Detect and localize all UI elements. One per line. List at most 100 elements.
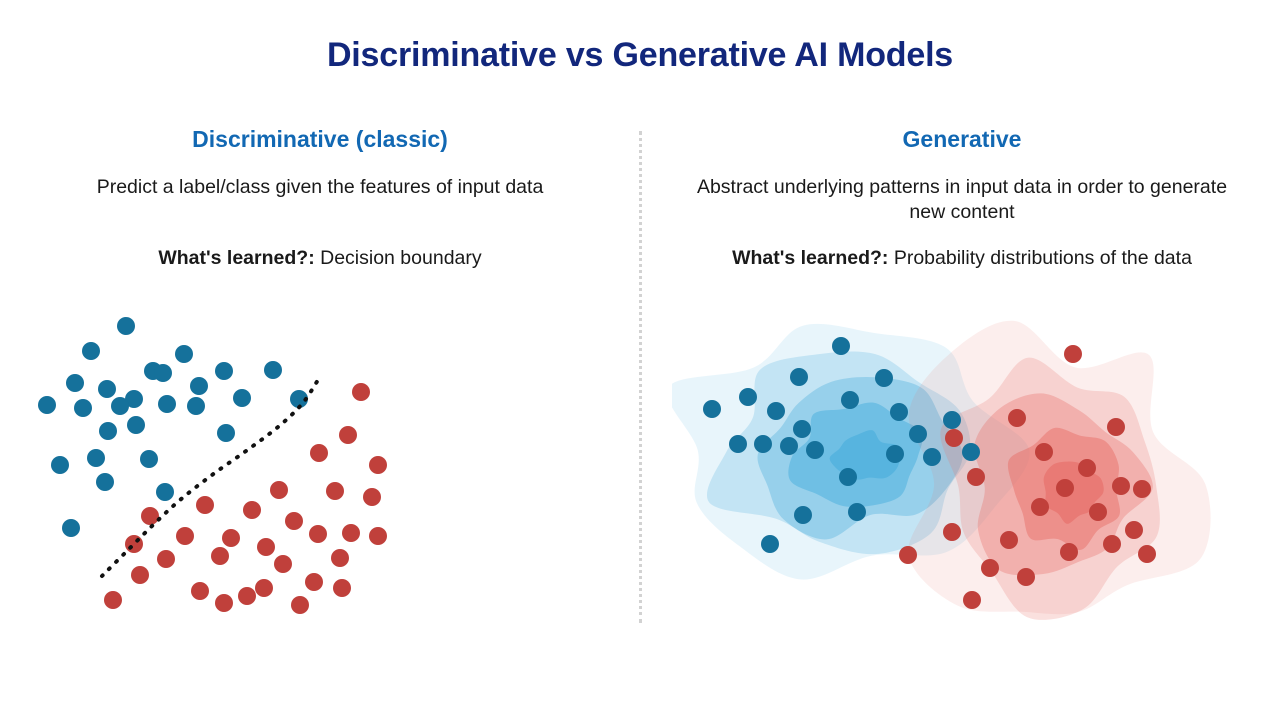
scatter-point-cluster-blue [761, 535, 779, 553]
scatter-point-class-b [305, 573, 323, 591]
scatter-point-class-b [257, 538, 275, 556]
learned-label-discriminative: What's learned?: [158, 247, 315, 269]
scatter-points-group [703, 337, 1156, 609]
scatter-point-cluster-blue [943, 411, 961, 429]
scatter-point-class-b [211, 547, 229, 565]
scatter-point-class-a [140, 450, 158, 468]
scatter-point-class-a [187, 397, 205, 415]
scatter-point-cluster-blue [832, 337, 850, 355]
scatter-point-class-b [352, 383, 370, 401]
scatter-point-class-a [99, 422, 117, 440]
scatter-point-cluster-red [1112, 477, 1130, 495]
scatter-point-cluster-red [967, 468, 985, 486]
scatter-point-cluster-red [943, 523, 961, 541]
scatter-point-cluster-red [1125, 521, 1143, 539]
scatter-point-class-b [363, 488, 381, 506]
scatter-point-cluster-red [1078, 459, 1096, 477]
column-divider [639, 131, 642, 623]
scatter-point-cluster-blue [875, 369, 893, 387]
scatter-point-class-a [233, 389, 251, 407]
scatter-point-cluster-red [963, 591, 981, 609]
scatter-point-class-b [331, 549, 349, 567]
density-contour-cluster-blue-level-5 [829, 430, 901, 480]
scatter-point-class-b [176, 527, 194, 545]
scatter-point-class-a [87, 449, 105, 467]
scatter-point-cluster-red [1138, 545, 1156, 563]
column-learned-generative: What's learned?: Probability distributio… [694, 246, 1230, 271]
scatter-point-class-a [51, 456, 69, 474]
scatter-point-class-a [125, 390, 143, 408]
column-description-generative: Abstract underlying patterns in input da… [696, 176, 1228, 223]
figure-discriminative-scatter [30, 300, 610, 640]
column-generative: Generative Abstract underlying patterns … [672, 0, 1252, 720]
scatter-point-class-b [310, 444, 328, 462]
scatter-point-cluster-red [1008, 409, 1026, 427]
scatter-point-class-b [104, 591, 122, 609]
scatter-point-class-a [190, 377, 208, 395]
scatter-point-cluster-blue [962, 443, 980, 461]
scatter-point-class-a [158, 395, 176, 413]
scatter-point-class-b [339, 426, 357, 444]
density-contours-group [672, 320, 1211, 620]
scatter-point-class-b [157, 550, 175, 568]
learned-value-discriminative: Decision boundary [320, 247, 482, 269]
scatter-point-cluster-blue [923, 448, 941, 466]
scatter-point-cluster-blue [780, 437, 798, 455]
scatter-point-cluster-red [981, 559, 999, 577]
scatter-point-cluster-blue [890, 403, 908, 421]
scatter-point-cluster-red [1017, 568, 1035, 586]
scatter-point-class-b [285, 512, 303, 530]
scatter-point-cluster-blue [806, 441, 824, 459]
scatter-point-class-b [191, 582, 209, 600]
scatter-point-class-b [215, 594, 233, 612]
scatter-point-class-b [270, 481, 288, 499]
scatter-point-cluster-blue [767, 402, 785, 420]
scatter-point-class-b [131, 566, 149, 584]
scatter-point-class-b [255, 579, 273, 597]
scatter-point-class-b [342, 524, 360, 542]
scatter-point-class-b [369, 456, 387, 474]
scatter-point-cluster-blue [886, 445, 904, 463]
column-heading-generative: Generative [902, 126, 1022, 152]
scatter-point-class-b [274, 555, 292, 573]
scatter-point-class-b [243, 501, 261, 519]
scatter-point-class-a [98, 380, 116, 398]
scatter-point-class-a [117, 317, 135, 335]
scatter-point-class-a [156, 483, 174, 501]
scatter-point-class-a [111, 397, 129, 415]
scatter-point-cluster-red [1031, 498, 1049, 516]
scatter-point-class-a [38, 396, 56, 414]
scatter-point-cluster-red [945, 429, 963, 447]
scatter-point-class-b [125, 535, 143, 553]
scatter-point-class-a [82, 342, 100, 360]
scatter-point-class-a [215, 362, 233, 380]
scatter-point-class-b [333, 579, 351, 597]
scatter-point-class-b [309, 525, 327, 543]
scatter-point-class-a [217, 424, 235, 442]
scatter-point-cluster-red [1133, 480, 1151, 498]
scatter-point-class-a [154, 364, 172, 382]
scatter-point-cluster-blue [754, 435, 772, 453]
learned-label-generative: What's learned?: [732, 247, 889, 269]
column-heading-discriminative: Discriminative (classic) [192, 126, 448, 152]
scatter-point-class-a [62, 519, 80, 537]
scatter-point-class-a [175, 345, 193, 363]
scatter-point-cluster-red [1103, 535, 1121, 553]
scatter-point-cluster-blue [729, 435, 747, 453]
scatter-point-cluster-red [1060, 543, 1078, 561]
scatter-point-cluster-red [1000, 531, 1018, 549]
page-title: Discriminative vs Generative AI Models [326, 36, 954, 74]
scatter-point-class-b [326, 482, 344, 500]
scatter-point-class-a [290, 390, 308, 408]
scatter-point-class-b [369, 527, 387, 545]
scatter-point-class-a [66, 374, 84, 392]
scatter-point-cluster-blue [841, 391, 859, 409]
scatter-point-cluster-red [1107, 418, 1125, 436]
scatter-point-cluster-blue [839, 468, 857, 486]
scatter-point-cluster-red [1056, 479, 1074, 497]
scatter-point-cluster-blue [848, 503, 866, 521]
density-contour-cluster-red-level-5 [1043, 461, 1104, 524]
learned-value-generative: Probability distributions of the data [893, 247, 1192, 269]
scatter-point-cluster-blue [793, 420, 811, 438]
